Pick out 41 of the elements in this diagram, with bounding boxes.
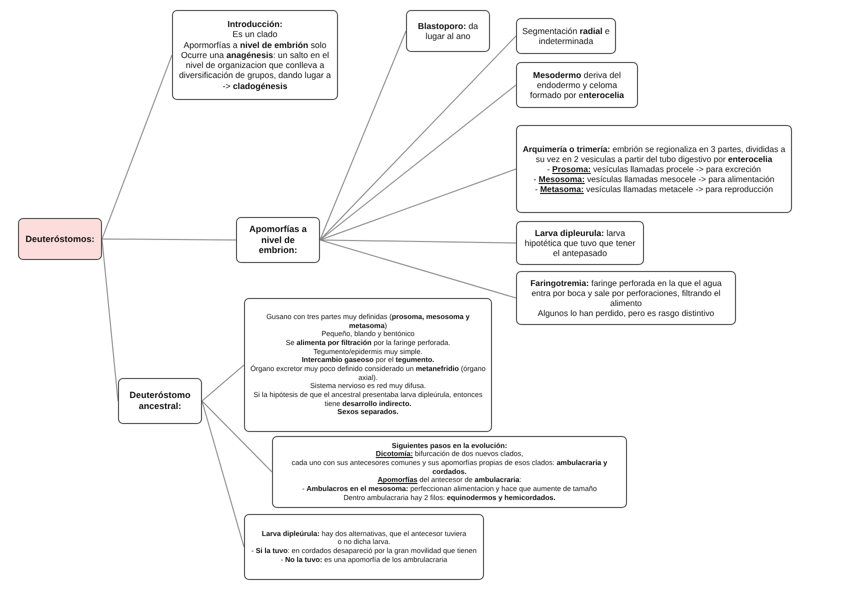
box-text: Deuteróstomos: xyxy=(24,234,96,244)
topic-box xyxy=(236,217,320,263)
box-text: Mesodermo deriva del endodermo y celoma formado por enterocelia xyxy=(528,70,626,100)
connector-line xyxy=(320,30,406,240)
connector-line xyxy=(202,400,272,472)
box-text: - Metasoma: vesículas llamadas metacele -> para reproducción xyxy=(534,184,774,194)
connector-line xyxy=(102,54,172,240)
note-box xyxy=(272,436,627,508)
box-text: Ocurre una anagénesis: un salto en el nivel de organizacion que conlleva a diversificación de grupos, dando lugar a -> cladogénesis xyxy=(178,50,332,92)
box-text: Apomorfías a nivel de embrion: xyxy=(248,224,308,256)
box-text: Blastoporo: da lugar al ano xyxy=(416,20,480,42)
box-text: Larva dipleurula: larva hipotética que tuvo que tener el antepasado xyxy=(524,228,636,258)
connector-line xyxy=(320,36,516,240)
note-box xyxy=(516,18,616,54)
box-text: Es un clado xyxy=(232,29,278,40)
box-text: - Mesosoma: vesículas llamadas mesocele -> para alimentación xyxy=(532,174,776,184)
note-box xyxy=(244,298,492,432)
note-box xyxy=(516,221,644,265)
note-box xyxy=(516,62,638,108)
box-text: Deuteróstomo ancestral: xyxy=(128,390,192,412)
topic-box xyxy=(118,378,202,424)
connector-line xyxy=(202,400,244,548)
connector-line xyxy=(102,238,118,402)
note-box xyxy=(172,10,338,100)
note-box xyxy=(516,125,792,213)
connector-line xyxy=(102,238,236,240)
box-text: Apormorfías a nivel de embrión solo xyxy=(182,40,328,50)
note-box xyxy=(244,514,484,580)
topic-box xyxy=(18,218,102,260)
box-text: Segmentación radial e indeterminada xyxy=(521,26,611,46)
box-text: Algunos lo han perdido, pero es rasgo distintivo xyxy=(536,308,716,318)
connector-line xyxy=(320,240,516,298)
connector-line xyxy=(320,168,516,240)
note-box xyxy=(516,271,736,325)
box-text: - Prosoma: vesículas llamadas procele -> para excreción xyxy=(546,164,762,174)
connector-line xyxy=(320,240,516,244)
connector-line xyxy=(320,84,516,240)
box-text: Faringotremia: faringe perforada en la que el agua entra por boca y sale por perforaciones, filtrando el alimento xyxy=(529,278,723,308)
connector-line xyxy=(202,364,244,402)
box-heading: Introducción: xyxy=(226,18,284,30)
note-box xyxy=(406,10,490,52)
